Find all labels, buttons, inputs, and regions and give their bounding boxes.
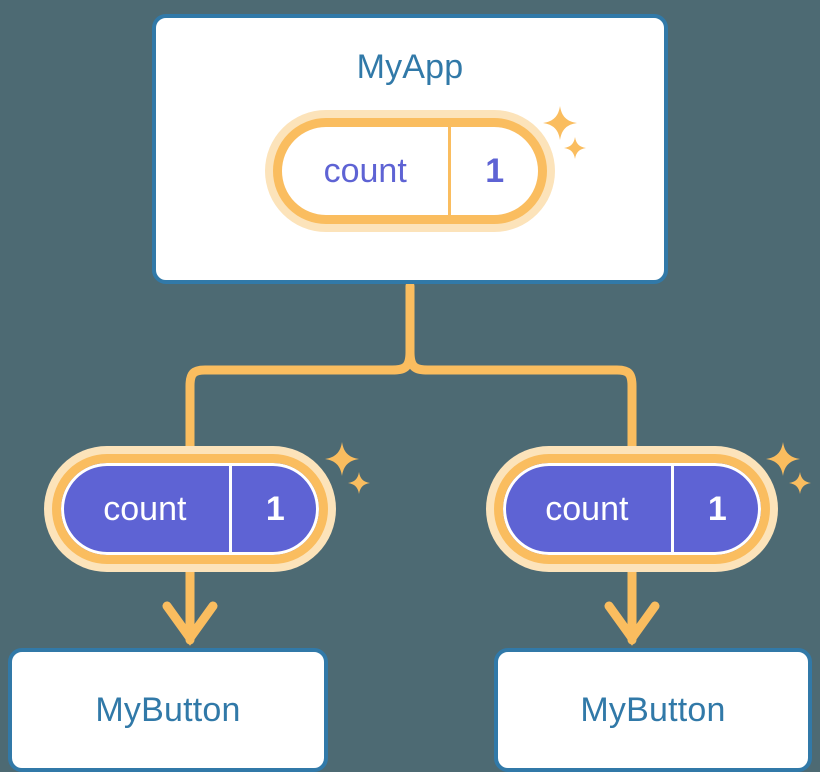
state-pill-child-right[interactable]: count 1: [486, 446, 778, 572]
state-value-label: 1: [448, 127, 538, 215]
sparkle-icon-right-big: [766, 442, 800, 476]
component-card-mybutton-left[interactable]: MyButton: [8, 648, 328, 772]
connector-branch-right: [405, 347, 637, 457]
sparkle-icon-left-small: [348, 472, 370, 494]
component-title-mybutton: MyButton: [580, 691, 726, 729]
state-pill-body[interactable]: count 1: [273, 118, 547, 224]
state-key-label: count: [545, 490, 629, 528]
connector-branch-left: [185, 347, 415, 457]
arrow-head-right-icon: [604, 601, 660, 646]
arrow-head-left-icon: [162, 601, 218, 646]
state-pill-body[interactable]: count 1: [52, 454, 328, 564]
component-card-mybutton-right[interactable]: MyButton: [494, 648, 812, 772]
state-value-label: 1: [228, 463, 319, 555]
component-title-myapp: MyApp: [356, 48, 464, 86]
component-title-mybutton: MyButton: [95, 691, 241, 729]
state-pill-child-left[interactable]: count 1: [44, 446, 336, 572]
state-pill-root[interactable]: count 1: [265, 110, 555, 232]
state-key-label: count: [103, 490, 187, 528]
state-value-label: 1: [670, 463, 761, 555]
state-key-label: count: [323, 152, 407, 190]
state-pill-body[interactable]: count 1: [494, 454, 770, 564]
sparkle-icon-left-big: [325, 442, 359, 476]
sparkle-icon-right-small: [789, 472, 811, 494]
